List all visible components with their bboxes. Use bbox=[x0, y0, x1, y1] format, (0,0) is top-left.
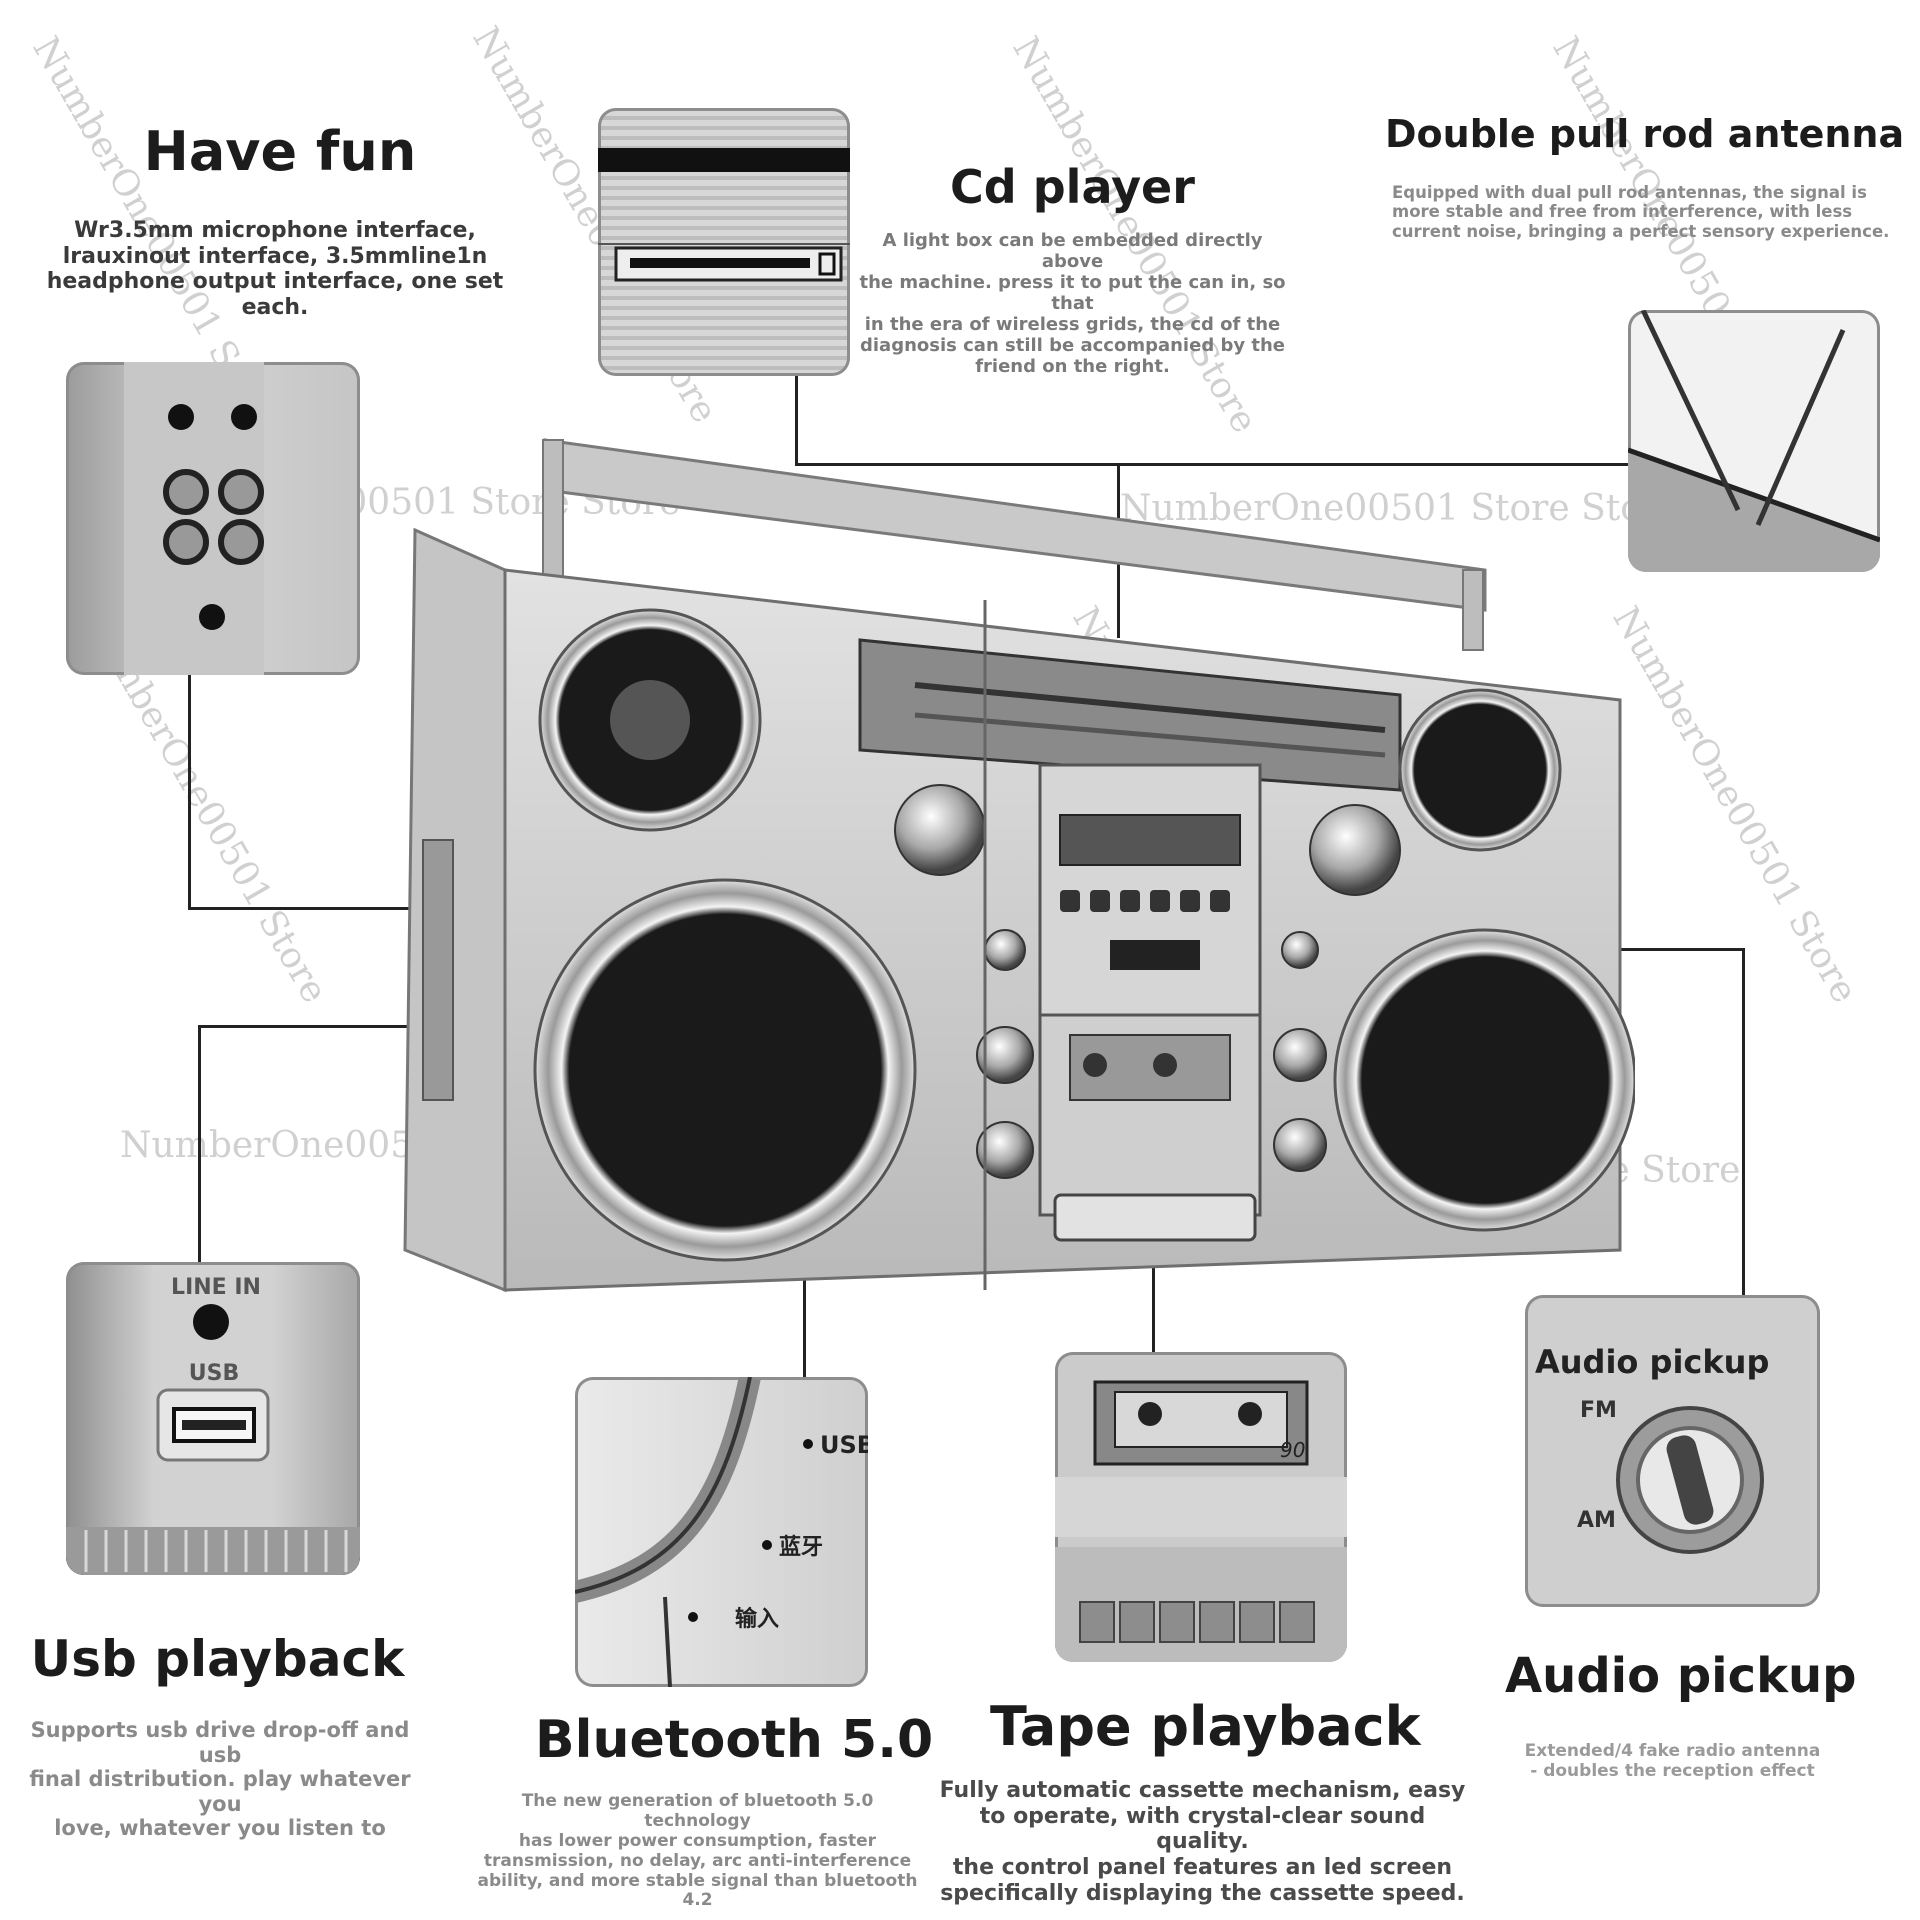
connector-usb-h bbox=[198, 1025, 428, 1028]
usb-playback-description: Supports usb drive drop-off and usb fina… bbox=[29, 1718, 411, 1841]
selector-input-label: 输入 bbox=[735, 1606, 779, 1632]
antenna-title: Double pull rod antenna bbox=[1385, 112, 1905, 156]
usb-port-label: USB bbox=[189, 1361, 239, 1386]
bluetooth-title: Bluetooth 5.0 bbox=[535, 1710, 934, 1770]
have-fun-description: Wr3.5mm microphone interface, lrauxinout… bbox=[46, 218, 504, 321]
connector-cd bbox=[795, 375, 798, 465]
band-switch-title: Audio pickup bbox=[1535, 1343, 1769, 1381]
cd-player-image bbox=[598, 108, 850, 376]
line-in-label: LINE IN bbox=[171, 1275, 261, 1300]
audio-pickup-title: Audio pickup bbox=[1505, 1648, 1857, 1704]
usb-playback-title: Usb playback bbox=[30, 1630, 405, 1688]
connector-top bbox=[795, 463, 1630, 466]
fm-label: FM bbox=[1580, 1398, 1617, 1423]
connector-audio-v bbox=[1742, 948, 1745, 1298]
cassette-image: 90 bbox=[1055, 1352, 1347, 1662]
connector-havefun-v bbox=[188, 675, 191, 910]
input-selector-image: USB 蓝牙 输入 bbox=[575, 1377, 868, 1687]
tape-playback-description: Fully automatic cassette mechanism, easy… bbox=[939, 1778, 1466, 1906]
audio-pickup-description: Extended/4 fake radio antenna - doubles … bbox=[1524, 1741, 1821, 1781]
cd-player-description: A light box can be embedded directly abo… bbox=[859, 230, 1286, 378]
cd-player-title: Cd player bbox=[950, 160, 1195, 214]
bluetooth-description: The new generation of bluetooth 5.0 tech… bbox=[477, 1791, 918, 1911]
have-fun-title: Have fun bbox=[143, 120, 417, 183]
cassette-number: 90 bbox=[1280, 1438, 1305, 1462]
selector-bt-label: 蓝牙 bbox=[779, 1535, 823, 1560]
am-label: AM bbox=[1577, 1508, 1616, 1533]
selector-usb-label: USB bbox=[820, 1431, 868, 1459]
antenna-description: Equipped with dual pull rod antennas, th… bbox=[1392, 183, 1890, 241]
connector-havefun-h bbox=[188, 907, 428, 910]
connector-usb-v bbox=[198, 1025, 201, 1265]
boombox-image bbox=[403, 438, 1635, 1293]
band-switch-image: Audio pickup FM AM bbox=[1525, 1295, 1820, 1607]
jack-panel-image bbox=[66, 362, 360, 675]
tape-playback-title: Tape playback bbox=[990, 1695, 1421, 1758]
antenna-image bbox=[1628, 310, 1880, 572]
usb-port-image: LINE IN USB bbox=[66, 1262, 360, 1575]
